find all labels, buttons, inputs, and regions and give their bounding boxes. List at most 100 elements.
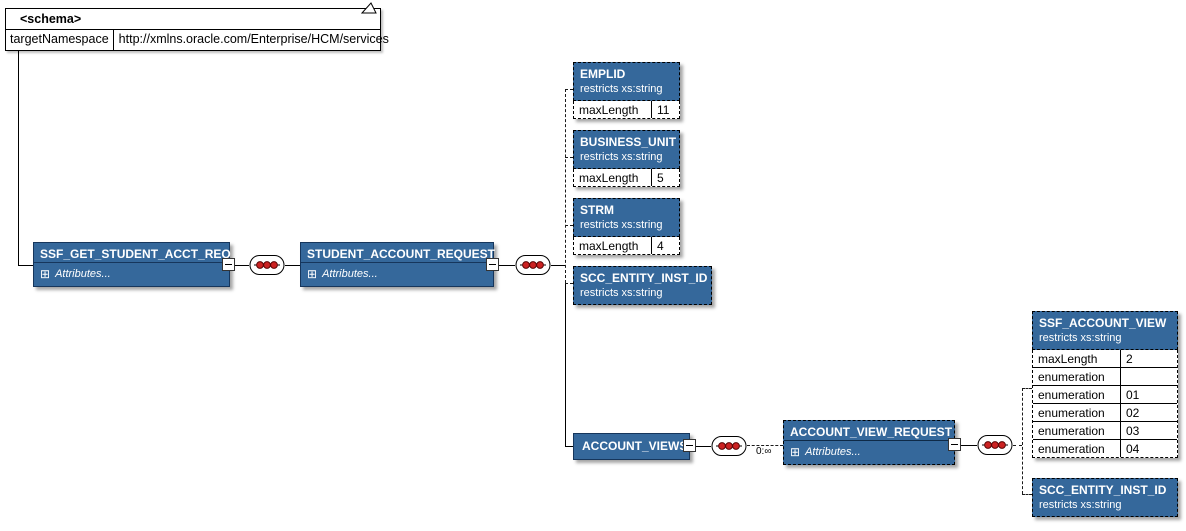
element-name: EMPLID (580, 67, 626, 81)
facet-value: 5 (657, 170, 664, 185)
facet-row: enumeration 01 (1033, 385, 1177, 404)
facet-value: 2 (1126, 351, 1133, 366)
sequence-icon[interactable] (249, 254, 285, 276)
element-scc-entity-inst-id-request[interactable]: SCC_ENTITY_INST_ID restricts xs:string (573, 266, 712, 305)
element-account-view-request[interactable]: ACCOUNT_VIEW_REQUEST ⊞ Attributes... (783, 420, 955, 465)
element-name: STRM (580, 203, 614, 217)
connector-line (551, 265, 566, 266)
attributes-label: Attributes... (805, 446, 861, 458)
collapse-icon[interactable] (486, 258, 499, 271)
connector-line (285, 265, 300, 266)
element-name: SSF_GET_STUDENT_ACCT_REQ (40, 247, 231, 261)
attributes-label: Attributes... (322, 268, 378, 280)
element-derivation: restricts xs:string (1039, 332, 1122, 344)
schema-box[interactable]: <schema> targetNamespace http://xmlns.or… (5, 2, 389, 51)
facet-table: maxLength 5 (573, 169, 680, 187)
connector-line (747, 445, 783, 446)
element-name: STUDENT_ACCOUNT_REQUEST (307, 247, 496, 261)
collapse-icon[interactable] (222, 258, 235, 271)
element-derivation: restricts xs:string (580, 287, 663, 299)
facet-table: maxLength 4 (573, 237, 680, 255)
element-student-account-request[interactable]: STUDENT_ACCOUNT_REQUEST ⊞ Attributes... (300, 242, 496, 287)
facet-row: enumeration 02 (1033, 403, 1177, 422)
connector-line (565, 89, 566, 283)
facet-table: maxLength 2 enumeration enumeration 01 e… (1032, 350, 1178, 458)
facet-value: 11 (657, 102, 670, 117)
element-business-unit[interactable]: BUSINESS_UNIT restricts xs:string maxLen… (573, 130, 680, 187)
connector-line (565, 446, 573, 447)
attributes-label: Attributes... (55, 268, 111, 280)
connector-line (565, 89, 573, 90)
schema-attribute-value: http://xmlns.oracle.com/Enterprise/HCM/s… (118, 32, 389, 46)
facet-value: 03 (1120, 421, 1177, 440)
attributes-row[interactable]: ⊞ Attributes... (34, 262, 229, 286)
connector-line (565, 283, 566, 446)
sequence-icon[interactable] (515, 254, 551, 276)
facet-value: 04 (1120, 439, 1177, 457)
connector-line (565, 157, 573, 158)
element-name: ACCOUNT_VIEWS (582, 439, 688, 453)
facet-row: enumeration 03 (1033, 421, 1177, 440)
attributes-row[interactable]: ⊞ Attributes... (301, 262, 493, 286)
element-name: SCC_ENTITY_INST_ID (1039, 483, 1167, 497)
expand-attributes-icon[interactable]: ⊞ (790, 445, 801, 459)
schema-title: <schema> (20, 12, 82, 26)
facet-row: enumeration (1033, 367, 1177, 386)
collapse-icon[interactable] (948, 438, 961, 451)
element-derivation: restricts xs:string (580, 83, 663, 95)
connector-line (565, 225, 573, 226)
facet-name: enumeration (1033, 421, 1121, 440)
element-derivation: restricts xs:string (580, 151, 663, 163)
facet-table: maxLength 11 (573, 101, 680, 119)
facet-value: 4 (657, 238, 664, 253)
facet-value (1120, 367, 1177, 386)
expand-attributes-icon[interactable]: ⊞ (40, 267, 51, 281)
connector-line (1022, 388, 1023, 494)
element-emplid[interactable]: EMPLID restricts xs:string maxLength 11 (573, 62, 680, 119)
sequence-icon[interactable] (711, 435, 747, 457)
facet-row: maxLength 4 (574, 237, 679, 254)
facet-row: maxLength 5 (574, 169, 679, 186)
facet-name: maxLength (1033, 350, 1121, 368)
collapse-icon[interactable] (683, 439, 696, 452)
attributes-row[interactable]: ⊞ Attributes... (784, 440, 954, 464)
element-strm[interactable]: STRM restricts xs:string maxLength 4 (573, 198, 680, 255)
occurrence-label: 0:∞ (756, 446, 772, 457)
facet-name: maxLength (574, 237, 652, 254)
connector-line (18, 265, 33, 266)
element-name: BUSINESS_UNIT (580, 135, 677, 149)
connector-line (696, 446, 711, 447)
facet-row: maxLength 2 (1033, 350, 1177, 368)
facet-name: enumeration (1033, 367, 1121, 386)
element-ssf-get-student-acct-req[interactable]: SSF_GET_STUDENT_ACCT_REQ ⊞ Attributes... (33, 242, 231, 287)
element-account-views[interactable]: ACCOUNT_VIEWS (573, 433, 690, 460)
facet-name: maxLength (574, 101, 652, 118)
expand-attributes-icon[interactable]: ⊞ (307, 267, 318, 281)
element-derivation: restricts xs:string (1039, 499, 1122, 511)
element-scc-entity-inst-id-view[interactable]: SCC_ENTITY_INST_ID restricts xs:string (1032, 478, 1178, 517)
dogear-fold-icon (361, 2, 377, 14)
element-ssf-account-view[interactable]: SSF_ACCOUNT_VIEW restricts xs:string max… (1032, 311, 1178, 458)
facet-name: maxLength (574, 169, 652, 186)
connector-line (565, 283, 573, 284)
facet-name: enumeration (1033, 403, 1121, 422)
connector-line (18, 48, 19, 266)
element-derivation: restricts xs:string (580, 219, 663, 231)
element-name: SCC_ENTITY_INST_ID (580, 271, 708, 285)
connector-line (1022, 388, 1032, 389)
connector-line (1013, 445, 1022, 446)
element-name: SSF_ACCOUNT_VIEW (1039, 316, 1167, 330)
facet-value: 02 (1120, 403, 1177, 422)
connector-line (961, 445, 977, 446)
sequence-icon[interactable] (977, 434, 1013, 456)
element-name: ACCOUNT_VIEW_REQUEST (790, 425, 953, 439)
facet-name: enumeration (1033, 385, 1121, 404)
connector-line (1022, 494, 1032, 495)
facet-name: enumeration (1033, 439, 1121, 457)
facet-row: enumeration 04 (1033, 439, 1177, 457)
schema-attribute-name: targetNamespace (6, 30, 114, 50)
connector-line (499, 265, 515, 266)
facet-value: 01 (1120, 385, 1177, 404)
connector-line (235, 265, 249, 266)
